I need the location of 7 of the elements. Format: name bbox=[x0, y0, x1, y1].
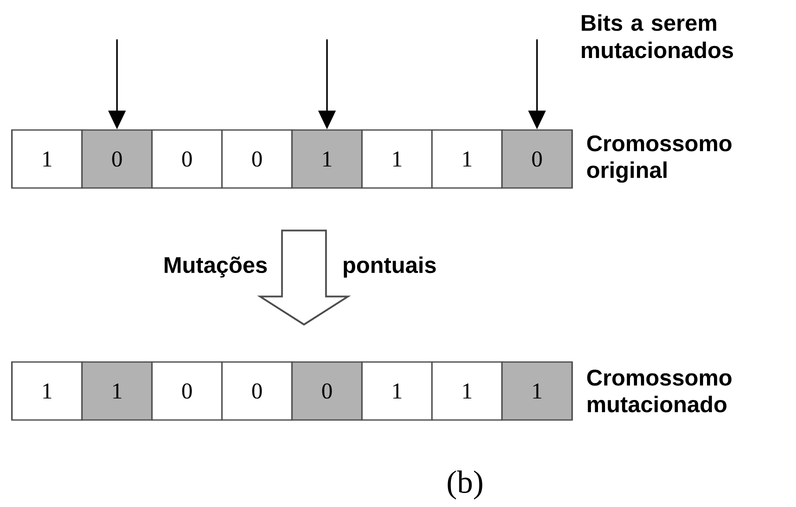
annotation-text: Mutações bbox=[164, 256, 267, 278]
annotation-text: Bits a serem mutacionados bbox=[582, 14, 733, 58]
caption: (b) bbox=[448, 470, 482, 500]
chromosome-label: Cromossomo mutacionado bbox=[587, 370, 732, 412]
block-arrow bbox=[257, 230, 351, 326]
chromosome-label: Cromossomo original bbox=[587, 135, 732, 183]
annotation-text: pontuais bbox=[344, 256, 436, 278]
